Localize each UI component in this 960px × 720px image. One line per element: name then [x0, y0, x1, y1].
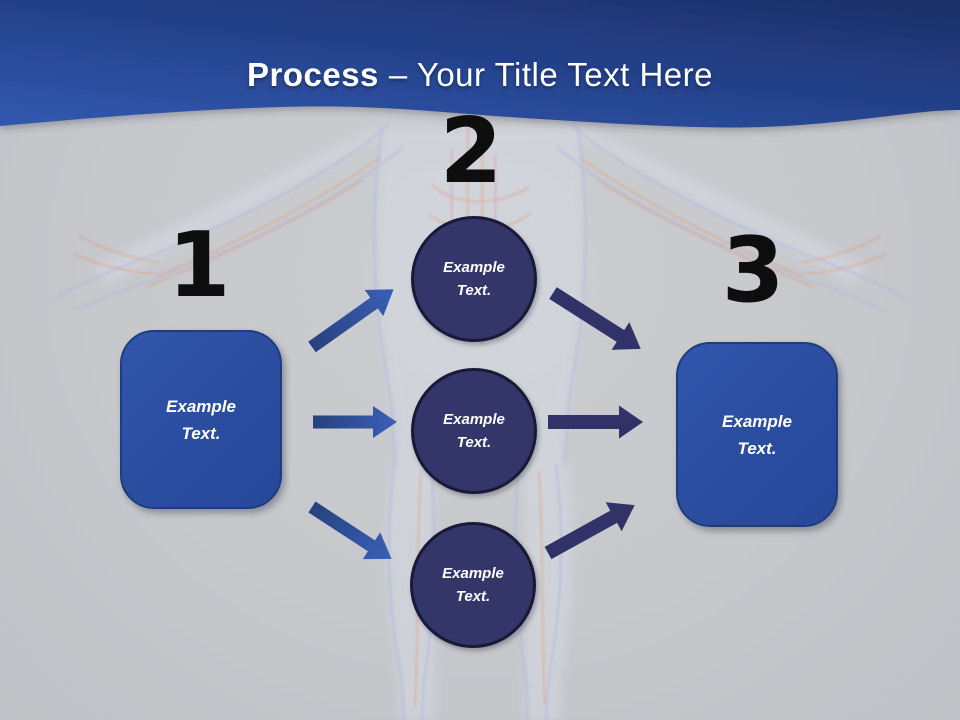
slide-title-subtitle: – Your Title Text Here [388, 56, 714, 93]
arrow-right-middle [548, 405, 643, 439]
step-number-3: 3 [721, 218, 785, 323]
process-box-step-3-label-line2: Text. [737, 438, 777, 458]
arrow-right-top [549, 287, 641, 350]
slide-title-keyword: Process [246, 56, 379, 93]
process-box-step-3-label-line1: Example [722, 411, 792, 431]
arrow-left-middle [313, 406, 397, 438]
header-wave-shape [0, 0, 960, 128]
process-circle-top: Example Text. [411, 216, 537, 342]
process-box-step-1-label-line2: Text. [181, 423, 221, 443]
step-number-2: 2 [439, 99, 503, 204]
process-circle-top-label-line1: Example [443, 259, 505, 276]
process-circle-bottom-label-line1: Example [442, 565, 504, 582]
process-circle-middle: Example Text. [411, 368, 537, 494]
process-box-step-1-label-line1: Example [166, 396, 236, 416]
arrow-left-top [308, 289, 394, 353]
process-circle-middle-label-line2: Text. [456, 434, 492, 451]
process-box-step-3: Example Text. [676, 342, 838, 527]
process-circle-bottom-label-line2: Text. [455, 588, 491, 605]
step-number-1: 1 [167, 213, 231, 318]
arrow-right-bottom [544, 502, 635, 560]
arrow-left-bottom [308, 501, 392, 560]
process-circle-top-label-line2: Text. [456, 282, 492, 299]
process-circle-middle-label-line1: Example [443, 411, 505, 428]
process-circle-bottom: Example Text. [410, 522, 536, 648]
slide-title: Process – Your Title Text Here [0, 52, 960, 98]
process-box-step-1: Example Text. [120, 330, 282, 509]
